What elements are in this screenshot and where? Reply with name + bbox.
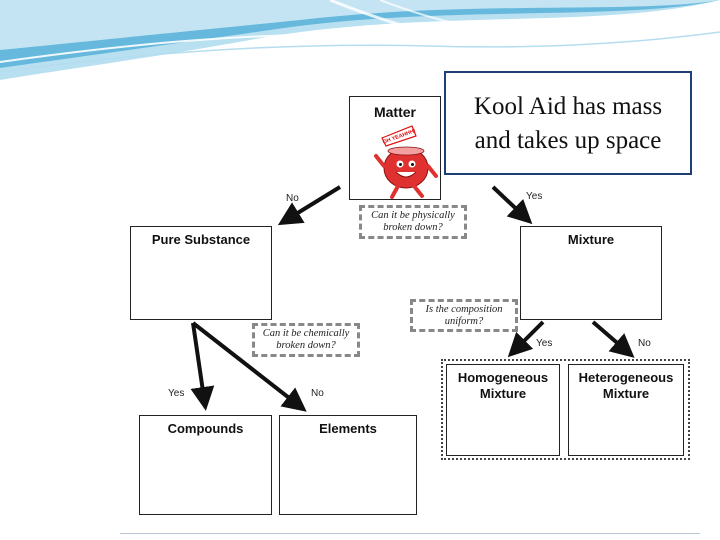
- footer-divider: [120, 533, 700, 534]
- homogeneous-title-line1: Homogeneous: [457, 370, 549, 385]
- elements-box: Elements: [279, 415, 417, 515]
- mixture-box: Mixture: [520, 226, 662, 320]
- label-yes-physical: Yes: [526, 191, 543, 202]
- mixture-types-group: [441, 359, 690, 460]
- pure-substance-title: Pure Substance: [151, 232, 251, 247]
- heterogeneous-mixture-box: Heterogeneous Mixture: [568, 364, 684, 456]
- kool-aid-mascot-image: OH YEAHHH!: [374, 125, 438, 199]
- question-composition-line2: uniform?: [444, 316, 484, 327]
- compounds-title: Compounds: [167, 421, 244, 436]
- label-no-composition: No: [638, 338, 651, 349]
- callout-line1: Kool Aid has mass: [473, 93, 663, 120]
- mixture-title: Mixture: [567, 232, 615, 247]
- question-physical-line1: Can it be physically: [371, 210, 455, 221]
- label-no-physical: No: [286, 193, 299, 204]
- callout-line2: and takes up space: [474, 127, 662, 154]
- question-physical-line2: broken down?: [383, 222, 443, 233]
- pure-substance-box: Pure Substance: [130, 226, 272, 320]
- homogeneous-mixture-box: Homogeneous Mixture: [446, 364, 560, 456]
- label-no-chemical: No: [311, 388, 324, 399]
- compounds-box: Compounds: [139, 415, 272, 515]
- arrow-pure-to-compounds: [190, 322, 215, 411]
- question-composition-uniform: Is the composition uniform?: [410, 299, 518, 332]
- arrow-mixture-to-heterogeneous: [591, 320, 635, 358]
- homogeneous-title-line2: Mixture: [479, 386, 527, 401]
- question-chemical-line1: Can it be chemically: [262, 328, 350, 339]
- label-yes-composition: Yes: [536, 338, 553, 349]
- heterogeneous-title-line2: Mixture: [602, 386, 650, 401]
- elements-title: Elements: [319, 421, 377, 436]
- label-yes-chemical: Yes: [168, 388, 185, 399]
- question-chemically-broken-down: Can it be chemically broken down?: [252, 323, 360, 357]
- question-chemical-line2: broken down?: [276, 340, 336, 351]
- kool-aid-callout-box: Kool Aid has mass and takes up space: [444, 71, 692, 175]
- question-composition-line1: Is the composition: [425, 304, 503, 315]
- heterogeneous-title-line1: Heterogeneous: [578, 370, 674, 385]
- question-physically-broken-down: Can it be physically broken down?: [359, 205, 467, 239]
- arrow-matter-to-mixture: [491, 185, 533, 225]
- header-wave-banner: [0, 0, 720, 80]
- matter-title: Matter: [373, 104, 416, 120]
